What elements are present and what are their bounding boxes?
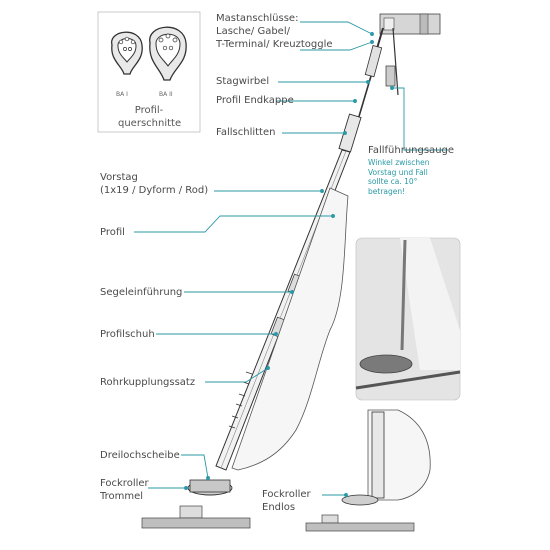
halyard-angle-note: Winkel zwischen Vorstag und Fall sollte … (368, 158, 430, 196)
label-mast-connections: Mastanschlüsse: Lasche/ Gabel/ T-Termina… (216, 13, 333, 50)
section-label-ba2: BA II (159, 91, 173, 98)
label-end-cap: Profil Endkappe (216, 95, 294, 106)
label-profile: Profil (100, 227, 125, 238)
ba2-section-icon (149, 26, 187, 81)
label-sail-feeder: Segeleinführung (100, 287, 183, 298)
furler-drum (141, 479, 251, 529)
profile-box-title: Profil- querschnitte (118, 105, 182, 129)
label-halyard-slide: Fallschlitten (216, 127, 276, 138)
section-label-ba1: BA I (116, 91, 128, 98)
label-profile-shoe: Profilschuh (100, 329, 155, 340)
mast-head-fitting (379, 13, 441, 96)
photo-inset (355, 237, 461, 401)
leader-lines (134, 21, 448, 497)
label-halyard-guide: Fallführungsauge (368, 145, 455, 156)
label-swivel: Stagwirbel (216, 76, 270, 87)
endless-furler-detail (305, 409, 431, 532)
ba1-section-icon (111, 31, 143, 75)
label-endless: Fockroller Endlos (262, 489, 311, 513)
label-drum: Fockroller Trommel (100, 478, 149, 502)
label-forestay: Vorstag (1x19 / Dyform / Rod) (100, 172, 209, 196)
sail-shape (231, 187, 349, 471)
label-triple-plate: Dreilochscheibe (100, 450, 180, 461)
profile-section-box (97, 11, 201, 133)
label-tube-coupling: Rohrkupplungssatz (100, 377, 196, 388)
